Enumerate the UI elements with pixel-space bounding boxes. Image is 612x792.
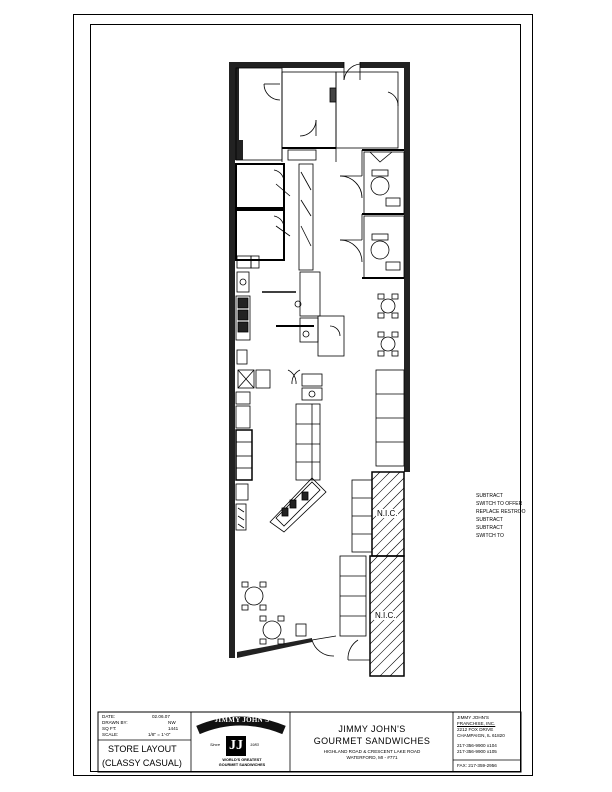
exterior-walls — [229, 62, 410, 658]
phone-2: 217-356-9900 x105 — [457, 749, 497, 754]
sheet-outer-border — [73, 14, 533, 776]
fax: FAX: 217-359-2956 — [457, 763, 497, 768]
note-line: SUBTRACT — [476, 525, 503, 531]
dining-tables-right — [377, 293, 399, 357]
title-block-frame — [97, 711, 522, 773]
sheet-notes: SUBTRACT SWITCH TO OFFER REPLACE RESTROO… — [476, 492, 525, 540]
date-label: DATE: — [102, 714, 116, 719]
kitchen-equipment — [235, 163, 345, 531]
sqft-label: SQ FT: — [102, 726, 117, 731]
company-line-2: FRANCHISE, INC. — [457, 721, 496, 726]
project-name-1: JIMMY JOHN'S — [338, 724, 406, 734]
nic-label-2: N.I.C. — [374, 611, 397, 620]
logo-mark: JJ — [229, 738, 243, 753]
nic-label-1: N.I.C. — [376, 509, 399, 518]
drawn-label: DRAWN BY: — [102, 720, 128, 725]
company-line-4: CHAMPAIGN, IL 61820 — [457, 733, 505, 738]
project-address-2: WATERFORD, MI - #771 — [346, 755, 398, 760]
project-address-1: HIGHLAND ROAD & CRESCENT LAKE ROAD — [323, 749, 421, 754]
sqft-value: 1441 — [168, 726, 179, 731]
sheet-title-2: (CLASSY CASUAL) — [102, 758, 182, 768]
storage-rooms — [235, 163, 291, 261]
project-name-2: GOURMET SANDWICHES — [313, 736, 431, 746]
note-line: SWITCH TO OFFER — [476, 501, 523, 507]
logo-bottom-1: WORLD'S GREATEST — [222, 758, 262, 762]
logo-since: Since — [210, 742, 221, 747]
date-value: 02.06.07 — [152, 714, 170, 719]
phone-1: 217-356-9900 x104 — [457, 743, 497, 748]
scale-value: 1/8" = 1'-0" — [148, 732, 171, 737]
dining-tables-front — [241, 581, 307, 645]
front-door-top — [343, 62, 361, 81]
sheet-title-1: STORE LAYOUT — [108, 744, 177, 754]
note-line: SUBTRACT — [476, 493, 503, 499]
logo-year: 1983 — [250, 742, 259, 747]
nic-area-1 — [371, 471, 405, 557]
company-line-3: 2212 FOX DRIVE — [457, 727, 494, 732]
front-entry-door — [311, 635, 370, 661]
company-line-1: JIMMY JOHN'S — [457, 715, 489, 720]
front-counter — [269, 477, 327, 533]
restrooms — [339, 149, 405, 279]
drawn-value: NW — [168, 720, 176, 725]
note-line: SUBTRACT — [476, 517, 503, 523]
back-rooms — [235, 67, 399, 162]
scale-label: SCALE: — [102, 732, 119, 737]
logo-top-text: JIMMY JOHN'S — [214, 716, 270, 724]
jimmy-johns-logo — [196, 716, 286, 756]
logo-bottom-2: GOURMET SANDWICHES — [218, 763, 266, 767]
note-line: SWITCH TO — [476, 533, 504, 539]
nic-area-2 — [369, 555, 405, 677]
note-line: REPLACE RESTROO — [476, 509, 526, 515]
